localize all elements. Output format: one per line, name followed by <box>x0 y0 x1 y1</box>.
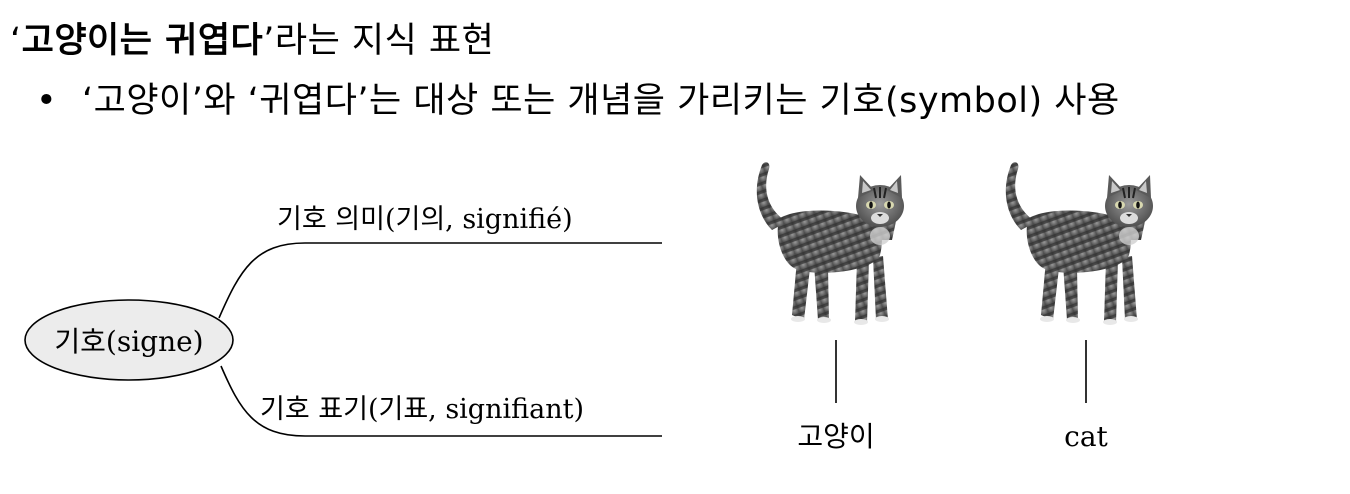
heading-rest: 라는 지식 표현 <box>274 21 495 61</box>
heading-quote-close: ’ <box>263 21 275 61</box>
bullet-marker: • <box>36 81 58 121</box>
signified-label: 기호 의미(기의, signifié) <box>277 204 573 235</box>
root-label: 기호(signe) <box>54 325 203 358</box>
slide-heading: ‘고양이는 귀엽다’라는 지식 표현 <box>10 12 494 63</box>
top-branch-line <box>218 242 662 319</box>
bottom-branch-line <box>220 365 662 437</box>
signifier-label: 기호 표기(기표, signifiant) <box>260 394 584 425</box>
bullet-text: ‘고양이’와 ‘귀엽다’는 대상 또는 개념을 가리키는 기호(symbol) … <box>82 81 1120 121</box>
root-ellipse <box>24 299 234 381</box>
cat-korean-label: 고양이 <box>797 420 874 453</box>
cat-english-label: cat <box>1064 420 1108 453</box>
cat-image-left <box>755 161 905 326</box>
heading-emphasis: 고양이는 귀엽다 <box>21 21 264 61</box>
heading-quote-open: ‘ <box>10 21 22 61</box>
cat-image-right <box>1004 161 1154 326</box>
bullet-item: • ‘고양이’와 ‘귀엽다’는 대상 또는 개념을 가리키는 기호(symbol)… <box>36 72 1120 123</box>
